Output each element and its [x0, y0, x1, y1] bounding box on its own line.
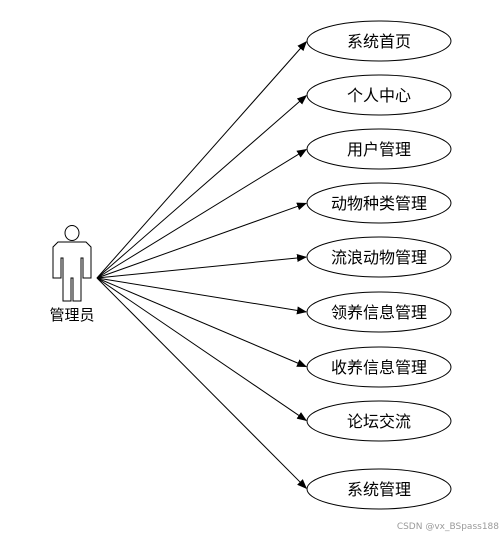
association-line — [96, 277, 307, 315]
association-line — [96, 277, 308, 490]
use-case-label: 个人中心 — [347, 86, 411, 105]
use-case-ellipse — [306, 291, 452, 333]
actor-figure — [52, 225, 92, 302]
use-case: 流浪动物管理 — [306, 236, 452, 278]
watermark: CSDN @vx_BSpass188 — [396, 522, 499, 532]
association-line — [96, 202, 307, 279]
use-case: 领养信息管理 — [306, 291, 452, 333]
use-case: 用户管理 — [306, 128, 452, 170]
use-case: 系统管理 — [306, 468, 452, 510]
use-case-label: 用户管理 — [347, 140, 411, 159]
use-case: 收养信息管理 — [306, 346, 452, 388]
use-case-label: 领养信息管理 — [331, 303, 427, 322]
use-case-ellipse — [306, 20, 452, 62]
use-case-label: 论坛交流 — [347, 412, 411, 431]
use-case-label: 动物种类管理 — [331, 194, 427, 213]
association-line — [96, 149, 307, 279]
use-case-ellipse — [306, 236, 452, 278]
association-line — [96, 277, 307, 422]
association-line — [96, 254, 308, 279]
use-case-label: 收养信息管理 — [331, 358, 427, 377]
association-line — [96, 277, 308, 368]
use-case: 论坛交流 — [306, 400, 452, 442]
actor-head — [64, 225, 80, 241]
use-case-ellipse — [306, 182, 452, 224]
use-cases: 系统首页个人中心用户管理动物种类管理流浪动物管理领养信息管理收养信息管理论坛交流… — [306, 20, 452, 510]
use-case: 个人中心 — [306, 74, 452, 116]
use-case: 系统首页 — [306, 20, 452, 62]
use-case: 动物种类管理 — [306, 182, 452, 224]
use-case-ellipse — [306, 400, 452, 442]
use-case-ellipse — [306, 74, 452, 116]
association-line — [96, 41, 308, 279]
use-case-label: 流浪动物管理 — [331, 248, 427, 267]
actor-label: 管理员 — [49, 306, 94, 324]
association-lines — [96, 41, 308, 490]
association-line — [96, 94, 308, 279]
use-case-label: 系统管理 — [347, 480, 411, 499]
use-case-ellipse — [306, 346, 452, 388]
actor-body — [52, 241, 92, 302]
use-case-ellipse — [306, 468, 452, 510]
use-case-ellipse — [306, 128, 452, 170]
use-case-label: 系统首页 — [347, 32, 411, 51]
